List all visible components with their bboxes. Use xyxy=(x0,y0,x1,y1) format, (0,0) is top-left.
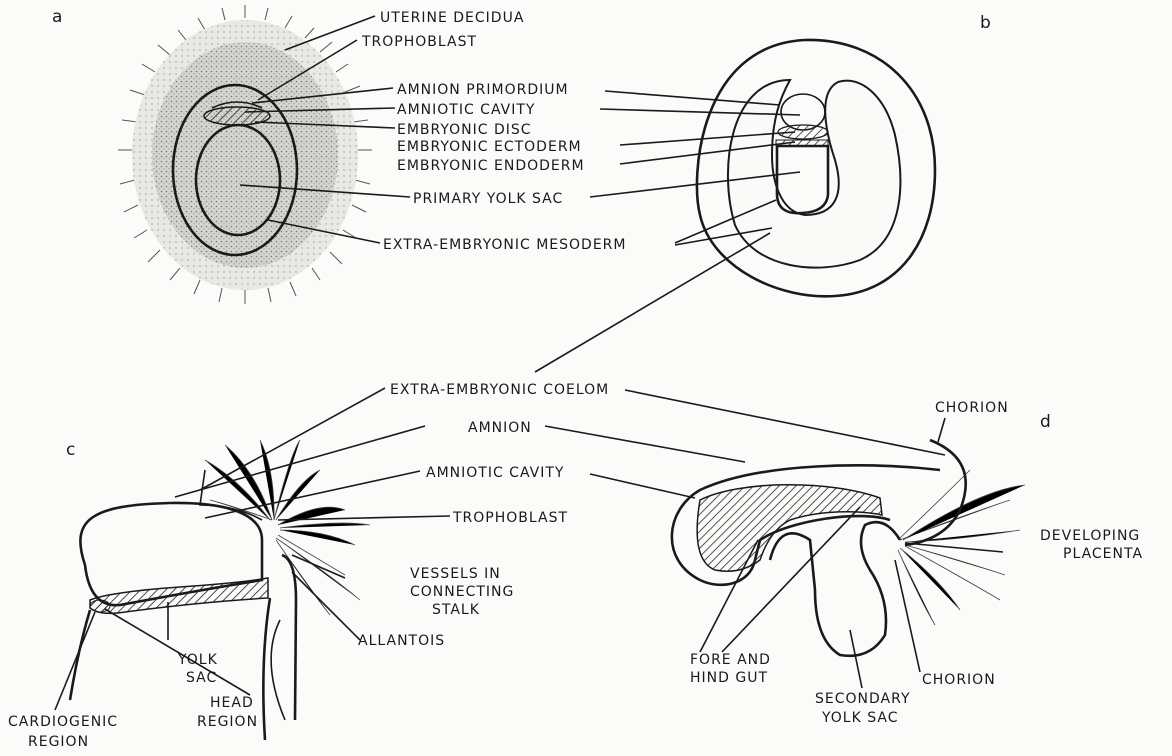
label-chorion-bottom: CHORION xyxy=(922,672,996,688)
embryo-c xyxy=(90,578,268,613)
label-vessels-2: CONNECTING xyxy=(410,584,514,600)
label-embryonic-ectoderm: EMBRYONIC ECTODERM xyxy=(397,139,582,155)
label-secondary-2: YOLK SAC xyxy=(821,710,899,726)
panel-letter-a: a xyxy=(52,7,62,27)
yolk-sac-c-left xyxy=(70,610,90,700)
embryo-d xyxy=(697,485,882,572)
label-secondary-1: SECONDARY xyxy=(815,691,911,707)
extra-embryonic-coelom-b xyxy=(728,80,900,268)
chorion-d xyxy=(905,440,966,545)
label-embryonic-disc: EMBRYONIC DISC xyxy=(397,122,532,138)
label-trophoblast-a: TROPHOBLAST xyxy=(361,34,477,50)
label-head-2: REGION xyxy=(197,714,258,730)
label-head-1: HEAD xyxy=(210,695,254,711)
label-developing-2: PLACENTA xyxy=(1063,546,1143,562)
panel-letter-c: c xyxy=(66,440,75,460)
label-chorion-top: CHORION xyxy=(935,400,1009,416)
label-yolk-1: YOLK xyxy=(177,652,218,668)
label-vessels-3: STALK xyxy=(432,602,480,618)
label-amnion-primordium: AMNION PRIMORDIUM xyxy=(397,82,569,98)
label-extra-embryonic-mesoderm: EXTRA-EMBRYONIC MESODERM xyxy=(383,237,626,253)
label-cardio-2: REGION xyxy=(28,734,89,750)
panel-letter-b: b xyxy=(980,13,991,33)
label-fore-1: FORE AND xyxy=(690,652,771,668)
panel-a xyxy=(118,5,372,304)
label-cardio-1: CARDIOGENIC xyxy=(8,714,118,730)
label-developing-1: DEVELOPING xyxy=(1040,528,1140,544)
label-yolk-2: SAC xyxy=(186,670,217,686)
label-primary-yolk-sac: PRIMARY YOLK SAC xyxy=(413,191,563,207)
label-fore-2: HIND GUT xyxy=(690,670,768,686)
panel-d xyxy=(672,440,1025,656)
label-extra-embryonic-coelom: EXTRA-EMBRYONIC COELOM xyxy=(390,382,609,398)
secondary-yolk-sac-d xyxy=(770,522,900,656)
label-embryonic-endoderm: EMBRYONIC ENDODERM xyxy=(397,158,585,174)
label-amniotic-cavity-a: AMNIOTIC CAVITY xyxy=(397,102,535,118)
label-uterine-decidua: UTERINE DECIDUA xyxy=(380,10,524,26)
panel-b xyxy=(697,40,935,296)
panel-letter-d: d xyxy=(1040,412,1051,432)
label-allantois: ALLANTOIS xyxy=(358,633,445,649)
yolk-sac-c-right xyxy=(263,598,270,740)
label-trophoblast-c: TROPHOBLAST xyxy=(452,510,568,526)
label-vessels-1: VESSELS IN xyxy=(410,566,501,582)
label-amniotic-cavity-c: AMNIOTIC CAVITY xyxy=(426,465,564,481)
connecting-stalk-c xyxy=(282,555,296,720)
label-amnion: AMNION xyxy=(468,420,532,436)
allantois-c xyxy=(271,620,285,720)
